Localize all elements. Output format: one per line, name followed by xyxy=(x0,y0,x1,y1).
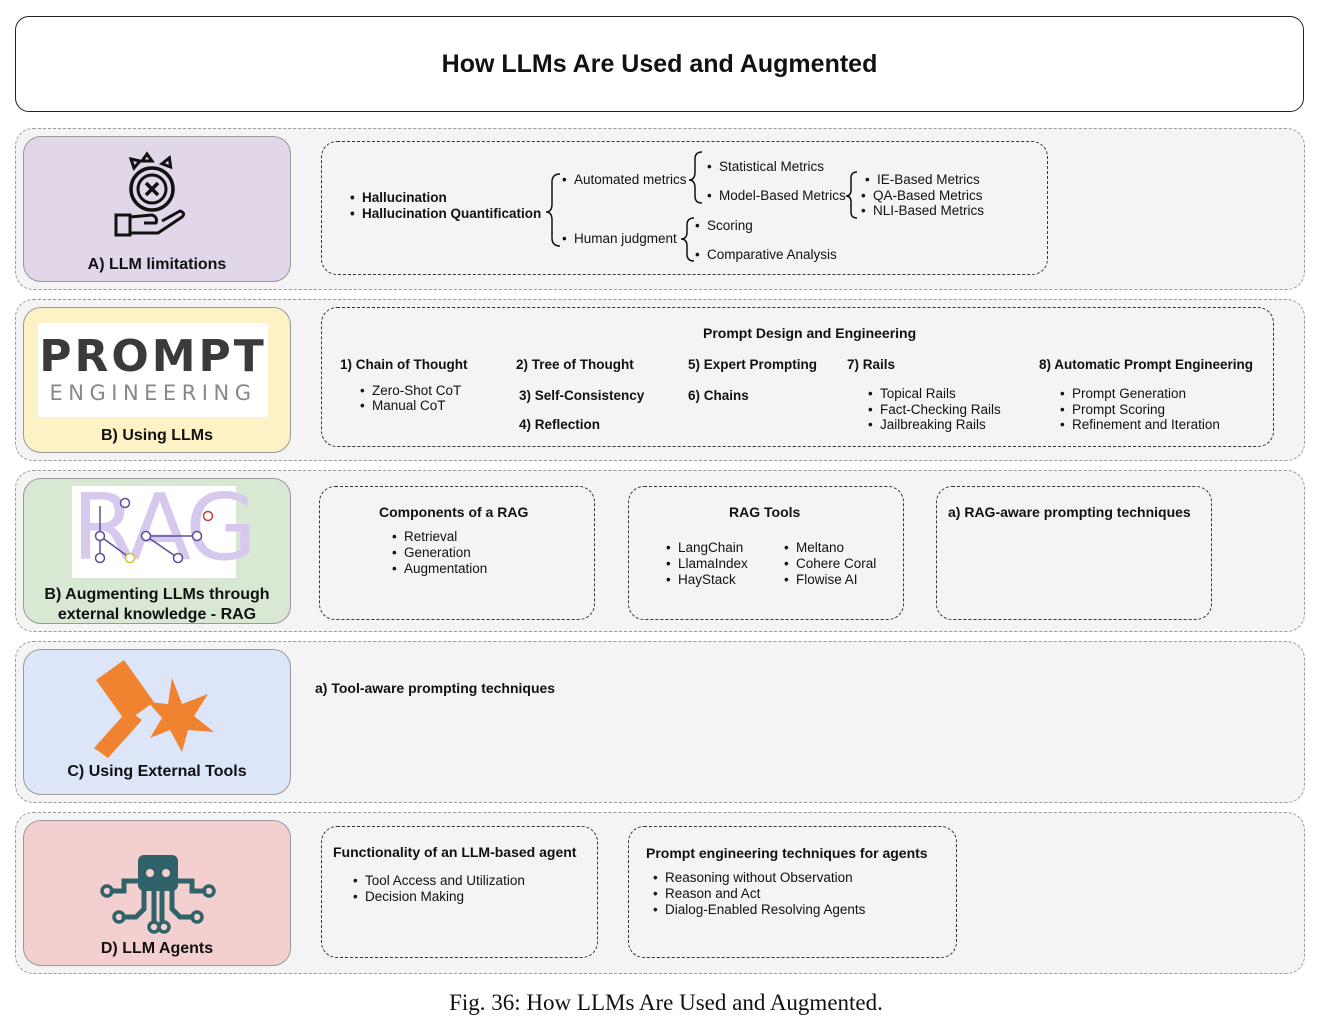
rag-tool-haystack: HayStack xyxy=(666,572,736,588)
rag-tool-flowise-ai: Flowise AI xyxy=(784,572,857,588)
rag-network-icon xyxy=(94,497,214,564)
figure-caption: Fig. 36: How LLMs Are Used and Augmented… xyxy=(449,990,883,1015)
prompt-design-box xyxy=(321,307,1274,447)
rag-tools-box xyxy=(628,486,904,620)
expert-prompting: 5) Expert Prompting xyxy=(688,357,818,372)
rag-component-generation: Generation xyxy=(392,545,471,561)
card-label-external-tools: C) Using External Tools xyxy=(67,763,247,780)
card-label-rag-line1: B) Augmenting LLMs through xyxy=(44,586,270,603)
rag-tool-meltano: Meltano xyxy=(784,540,844,556)
item-hallucination: Hallucination xyxy=(350,190,447,206)
logo-line2: ENGINEERING xyxy=(49,381,257,405)
tree-of-thought: 2) Tree of Thought xyxy=(516,357,634,372)
agent-functionality-box xyxy=(321,826,598,958)
rag-prompting-box xyxy=(936,486,1212,620)
reason-and-act: Reason and Act xyxy=(653,886,760,902)
dialog-enabled-resolving-agents: Dialog-Enabled Resolving Agents xyxy=(653,902,865,918)
rag-tool-langchain: LangChain xyxy=(666,540,743,556)
automatic-prompt-engineering: 8) Automatic Prompt Engineering xyxy=(1039,357,1254,372)
rails: 7) Rails xyxy=(847,357,896,372)
zero-shot-cot: Zero-Shot CoT xyxy=(360,383,461,399)
card-label-llm-agents: D) LLM Agents xyxy=(100,940,214,957)
statistical-metrics: Statistical Metrics xyxy=(707,159,824,175)
manual-cot: Manual CoT xyxy=(360,398,445,414)
automated-metrics: Automated metrics xyxy=(562,172,686,188)
refinement-and-iteration: Refinement and Iteration xyxy=(1060,417,1220,433)
rag-component-retrieval: Retrieval xyxy=(392,529,457,545)
card-label-rag-line2: external knowledge - RAG xyxy=(57,606,257,623)
card-llm-limitations: A) LLM limitations xyxy=(23,136,291,282)
fact-checking-rails: Fact-Checking Rails xyxy=(868,402,1001,418)
rag-component-augmentation: Augmentation xyxy=(392,561,487,577)
agent-techniques-title: Prompt engineering techniques for agents xyxy=(646,845,928,861)
agent-techniques-box xyxy=(628,826,957,958)
reflection: 4) Reflection xyxy=(519,417,601,432)
diagram-title-text: How LLMs Are Used and Augmented xyxy=(441,49,878,78)
prompt-design-heading: Prompt Design and Engineering xyxy=(703,325,917,341)
chain-of-thought: 1) Chain of Thought xyxy=(340,357,468,372)
qa-based-metrics: QA-Based Metrics xyxy=(861,188,982,204)
rag-components-title: Components of a RAG xyxy=(379,504,529,520)
rag-components-box xyxy=(319,486,595,620)
human-judgment: Human judgment xyxy=(562,231,677,247)
reasoning-without-observation: Reasoning without Observation xyxy=(653,870,853,886)
comparative-analysis: Comparative Analysis xyxy=(695,247,837,263)
card-llm-agents: D) LLM Agents xyxy=(23,820,291,966)
logo-line1: PROMPT xyxy=(39,331,267,382)
diagram-title: How LLMs Are Used and Augmented xyxy=(15,16,1304,112)
prompt-scoring: Prompt Scoring xyxy=(1060,402,1165,418)
hand-hallucination-icon xyxy=(114,151,186,237)
chains: 6) Chains xyxy=(688,388,749,403)
card-external-tools: C) Using External Tools xyxy=(23,649,291,795)
hammer-icon xyxy=(94,660,214,758)
limitations-detail-box xyxy=(321,141,1048,275)
rag-logo: RAG xyxy=(72,478,257,578)
self-consistency: 3) Self-Consistency xyxy=(519,388,645,403)
nli-based-metrics: NLI-Based Metrics xyxy=(861,203,984,219)
robot-circuit-icon xyxy=(100,855,216,934)
topical-rails: Topical Rails xyxy=(868,386,956,402)
card-label-llm-limitations: A) LLM limitations xyxy=(87,256,227,273)
jailbreaking-rails: Jailbreaking Rails xyxy=(868,417,986,433)
agent-functionality-title: Functionality of an LLM-based agent xyxy=(333,844,577,860)
prompt-engineering-logo: PROMPT ENGINEERING xyxy=(38,323,268,417)
card-label-using-llms: B) Using LLMs xyxy=(101,427,213,444)
tool-access: Tool Access and Utilization xyxy=(353,873,525,889)
item-hallucination-quantification: Hallucination Quantification xyxy=(350,206,541,222)
tool-prompting-title: a) Tool-aware prompting techniques xyxy=(315,680,556,696)
model-based-metrics: Model-Based Metrics xyxy=(707,188,846,204)
card-using-llms: PROMPT ENGINEERING B) Using LLMs xyxy=(23,307,291,453)
rag-tool-cohere-coral: Cohere Coral xyxy=(784,556,876,572)
rag-tool-llamaindex: LlamaIndex xyxy=(666,556,748,572)
ie-based-metrics: IE-Based Metrics xyxy=(865,172,980,188)
rag-prompting-title: a) RAG-aware prompting techniques xyxy=(948,504,1191,520)
rag-tools-title: RAG Tools xyxy=(729,504,801,520)
prompt-generation: Prompt Generation xyxy=(1060,386,1186,402)
card-rag: RAG B) Augmenting LLMs through external … xyxy=(23,478,291,624)
decision-making: Decision Making xyxy=(353,889,464,905)
scoring: Scoring xyxy=(695,218,753,234)
